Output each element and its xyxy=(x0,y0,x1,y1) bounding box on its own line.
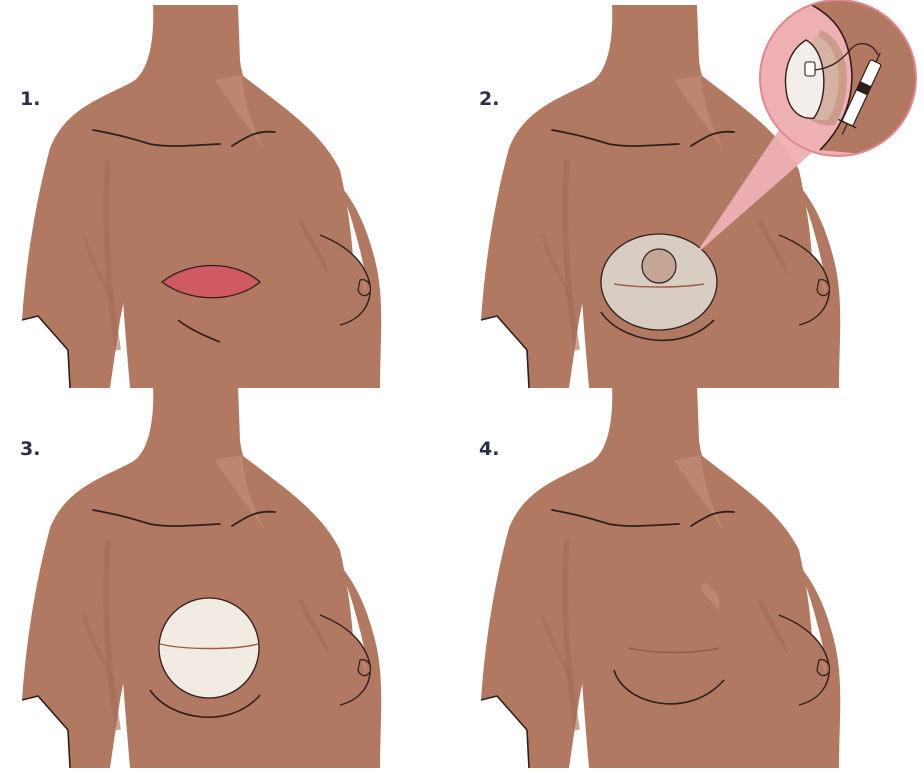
step-label-3: 3. xyxy=(20,438,40,460)
magnifier-inset xyxy=(760,0,923,160)
step-label-2: 2. xyxy=(479,88,499,110)
expander-port xyxy=(642,249,676,283)
step-label-1: 1. xyxy=(20,88,40,110)
panel-3: 3. xyxy=(20,385,381,768)
step-label-4: 4. xyxy=(479,438,499,460)
panel-1: 1. xyxy=(20,5,381,388)
panel-4: 4. xyxy=(479,385,840,768)
